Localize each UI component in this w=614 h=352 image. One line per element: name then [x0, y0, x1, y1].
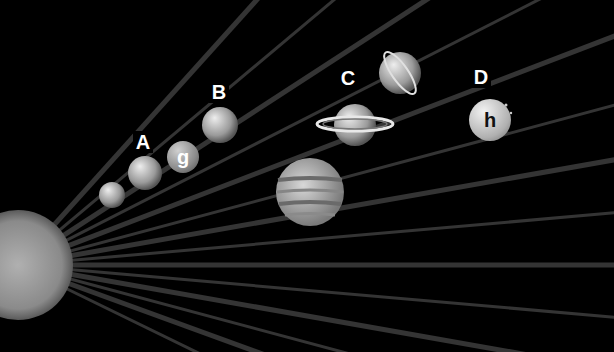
planet-label: D: [471, 66, 491, 88]
sun-ray: [18, 143, 614, 265]
planet-label: A: [133, 131, 153, 153]
earth-planet: g: [167, 141, 199, 173]
sun-rays: [18, 0, 614, 352]
mercury: [99, 182, 125, 208]
venus: [128, 156, 162, 190]
mars: [202, 107, 238, 143]
sun-ray: [18, 263, 614, 268]
jupiter: [276, 158, 344, 226]
planet-letter: h: [484, 110, 496, 130]
sun-ray: [18, 265, 614, 352]
uranus: [379, 48, 421, 98]
saturn: [317, 104, 393, 146]
planet-label: B: [209, 81, 229, 103]
sun: [0, 210, 73, 320]
sun-ray: [18, 14, 614, 265]
pluto-planet: h: [469, 99, 511, 141]
sun-ray: [18, 204, 614, 265]
planet-label: C: [338, 67, 358, 89]
planet-letter: g: [177, 147, 189, 167]
sun-ray: [18, 0, 614, 265]
